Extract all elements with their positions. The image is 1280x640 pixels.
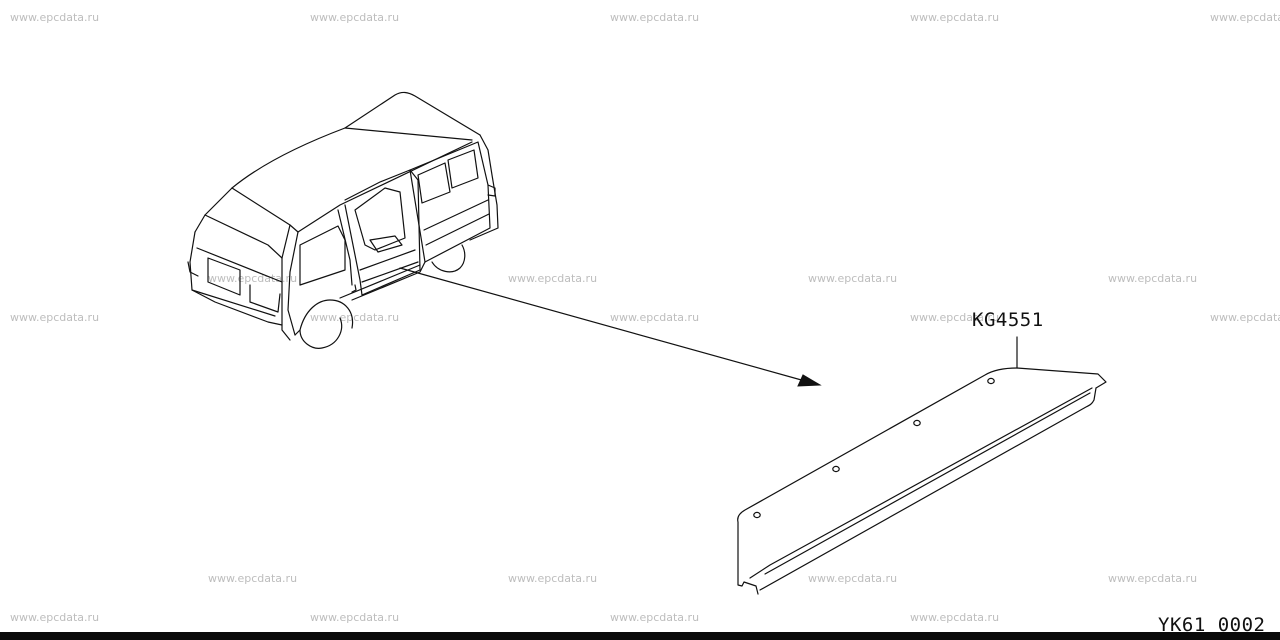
watermark: www.epcdata.ru bbox=[310, 11, 400, 24]
watermark: www.epcdata.ru bbox=[1108, 572, 1198, 585]
watermark: www.epcdata.ru bbox=[208, 272, 298, 285]
pointer-arrow bbox=[399, 267, 822, 387]
watermark: www.epcdata.ru bbox=[508, 272, 598, 285]
watermark: www.epcdata.ru bbox=[808, 272, 898, 285]
watermark: www.epcdata.ru bbox=[508, 572, 598, 585]
diagram-code: YK61 0002 bbox=[1158, 614, 1266, 636]
watermark: www.epcdata.ru bbox=[10, 611, 100, 624]
watermark: www.epcdata.ru bbox=[1210, 11, 1280, 24]
bottom-bar bbox=[0, 632, 1280, 640]
watermark: www.epcdata.ru bbox=[910, 311, 1000, 324]
watermark: www.epcdata.ru bbox=[10, 11, 100, 24]
watermark: www.epcdata.ru bbox=[10, 311, 100, 324]
watermark: www.epcdata.ru bbox=[1108, 272, 1198, 285]
watermark: www.epcdata.ru bbox=[310, 611, 400, 624]
watermark: www.epcdata.ru bbox=[610, 11, 700, 24]
watermark: www.epcdata.ru bbox=[610, 311, 700, 324]
watermark: www.epcdata.ru bbox=[310, 311, 400, 324]
part-illustration bbox=[737, 336, 1107, 595]
watermark: www.epcdata.ru bbox=[610, 611, 700, 624]
watermark: www.epcdata.ru bbox=[808, 572, 898, 585]
watermark: www.epcdata.ru bbox=[1210, 311, 1280, 324]
watermark: www.epcdata.ru bbox=[208, 572, 298, 585]
watermark: www.epcdata.ru bbox=[910, 611, 1000, 624]
part-number-label[interactable]: KG4551 bbox=[972, 309, 1044, 331]
van-illustration bbox=[187, 91, 499, 349]
watermark: www.epcdata.ru bbox=[910, 11, 1000, 24]
